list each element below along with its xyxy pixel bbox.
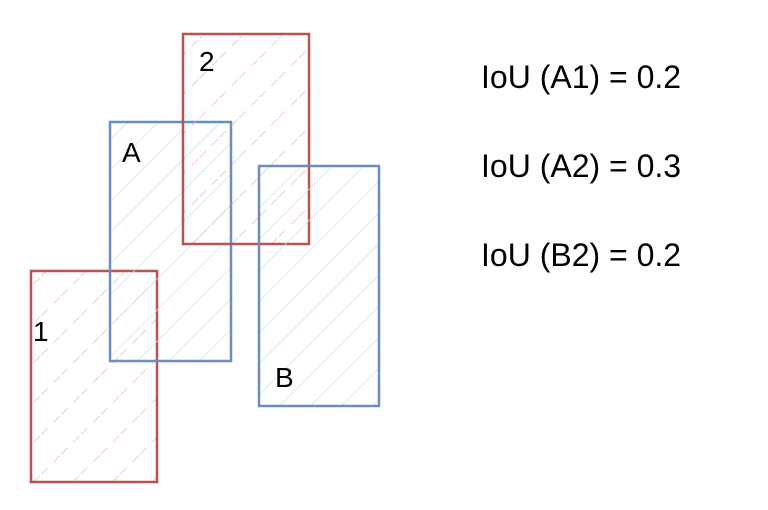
iou-a2-text: IoU (A2) = 0.3 <box>481 148 682 184</box>
iou-a1-text: IoU (A1) = 0.2 <box>481 59 682 95</box>
iou-b2-text: IoU (B2) = 0.2 <box>481 237 682 273</box>
box-b-label: B <box>275 362 294 393</box>
iou-results-list: IoU (A1) = 0.2 IoU (A2) = 0.3 IoU (B2) =… <box>481 55 681 322</box>
box-2-outline <box>181 32 311 246</box>
box-b-outline <box>257 164 381 408</box>
box-2-label: 2 <box>199 46 215 77</box>
box-a-label: A <box>122 137 141 168</box>
box-1-outline <box>29 269 159 484</box>
box-1-label: 1 <box>33 316 49 347</box>
box-b <box>257 164 381 408</box>
